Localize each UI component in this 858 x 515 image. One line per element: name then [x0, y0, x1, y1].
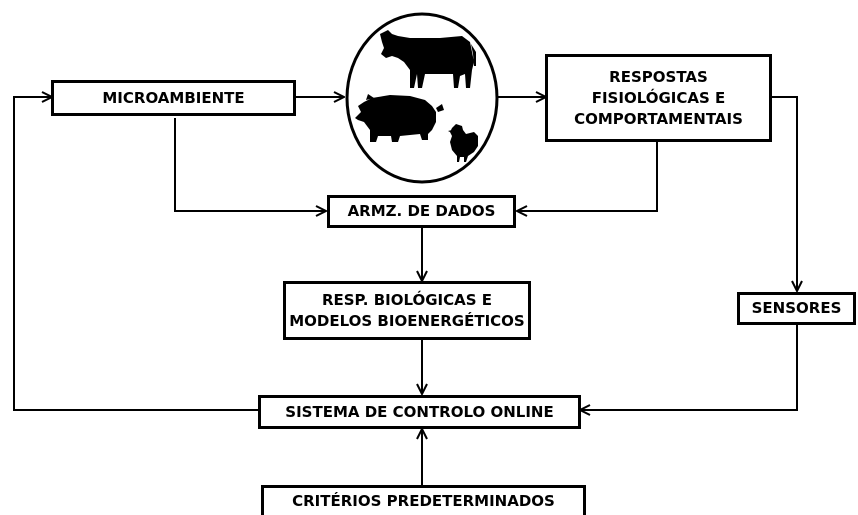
armazenamento-box: ARMZ. DE DADOS: [327, 195, 516, 228]
arrow-respostas-to-armz: [518, 142, 658, 211]
chicken-icon: [448, 124, 478, 162]
arrow-micro-to-armz: [174, 118, 325, 211]
microambiente-label: MICROAMBIENTE: [102, 88, 245, 107]
criterios-box: CRITÉRIOS PREDETERMINADOS: [261, 485, 586, 515]
respostas-box: RESPOSTAS FISIOLÓGICAS E COMPORTAMENTAIS: [545, 54, 772, 142]
pig-icon: [355, 94, 444, 142]
arrow-sensores-to-controlo: [581, 325, 798, 410]
sensores-label: SENSORES: [751, 299, 842, 317]
armazenamento-label: ARMZ. DE DADOS: [347, 202, 496, 220]
arrow-controlo-to-micro: [13, 97, 258, 411]
modelos-box: RESP. BIOLÓGICAS E MODELOS BIOENERGÉTICO…: [283, 281, 531, 340]
respostas-label: RESPOSTAS FISIOLÓGICAS E COMPORTAMENTAIS: [574, 67, 743, 128]
arrow-respostas-to-sensores: [772, 96, 797, 290]
criterios-label: CRITÉRIOS PREDETERMINADOS: [292, 492, 555, 510]
cow-icon: [380, 30, 476, 88]
controlo-label: SISTEMA DE CONTROLO ONLINE: [285, 402, 554, 421]
modelos-label: RESP. BIOLÓGICAS E MODELOS BIOENERGÉTICO…: [289, 290, 525, 330]
controlo-box: SISTEMA DE CONTROLO ONLINE: [258, 395, 581, 429]
microambiente-box: MICROAMBIENTE: [51, 80, 296, 116]
sensores-box: SENSORES: [737, 292, 856, 325]
